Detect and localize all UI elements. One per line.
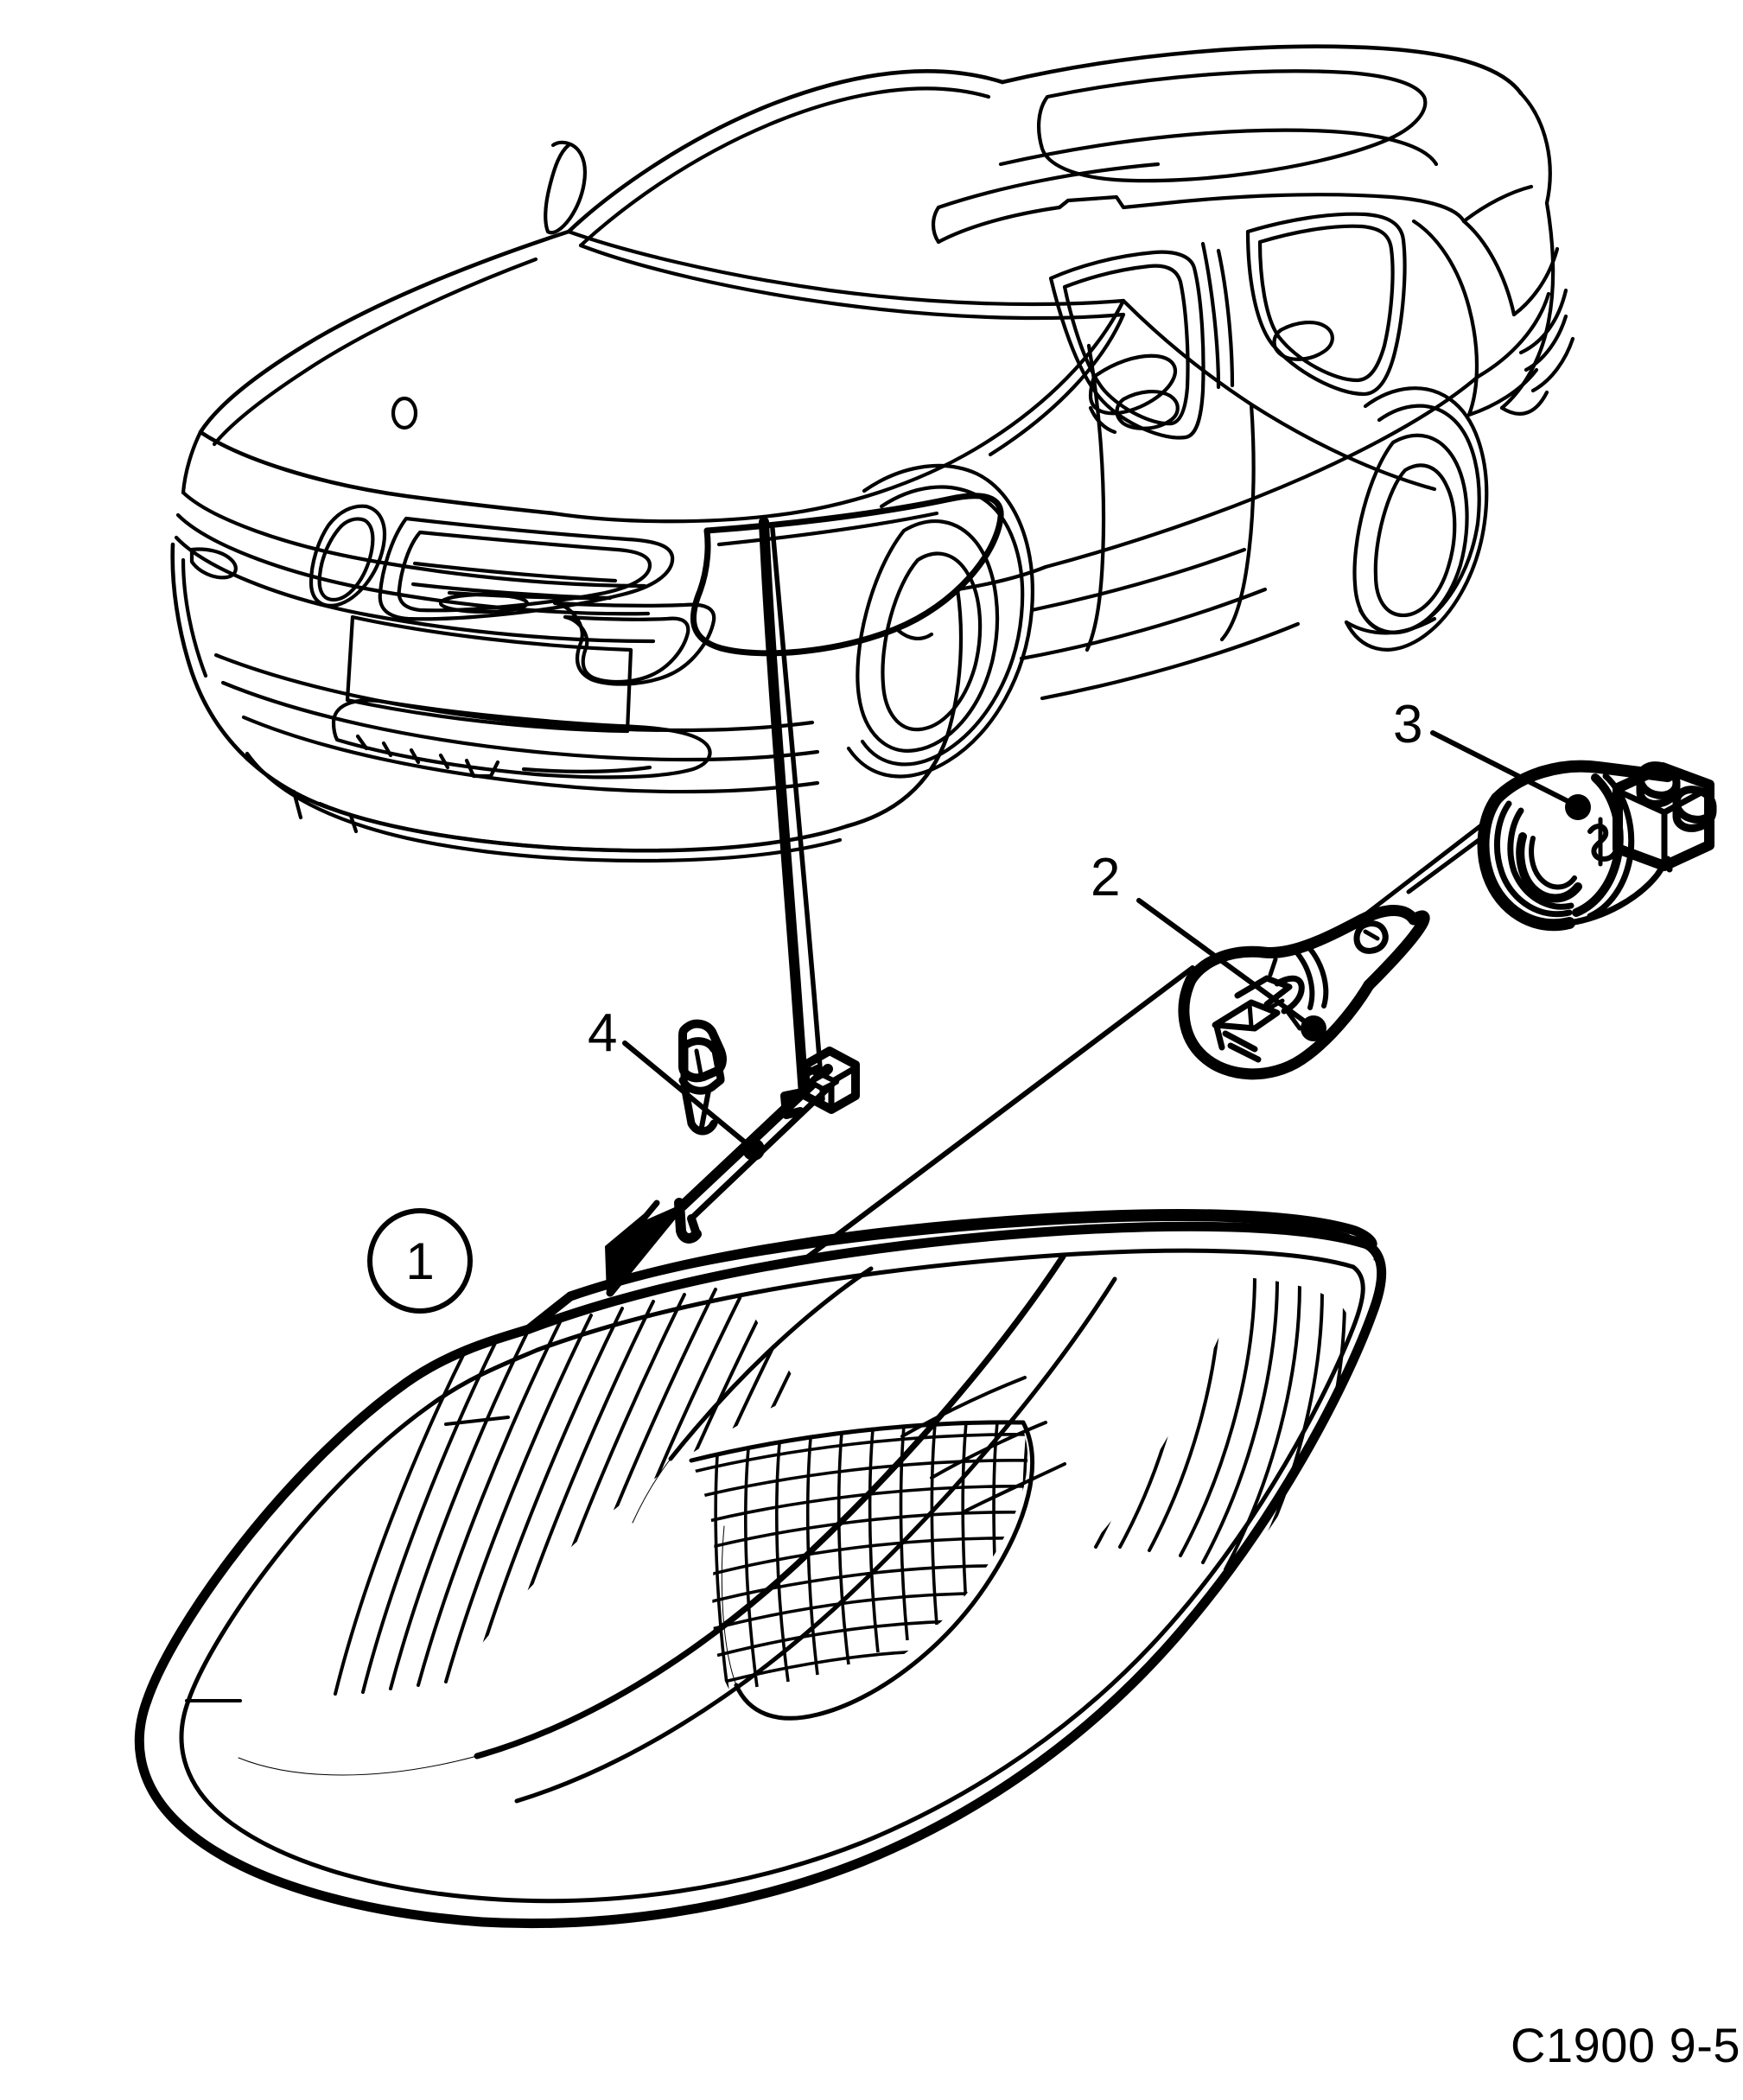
callout-2-label: 2 (1091, 848, 1121, 907)
diagram-caption: C1900 9-5 (1511, 2018, 1741, 2072)
callout-1-circle: 1 (367, 1208, 473, 1314)
callout-3-label: 3 (1393, 695, 1423, 754)
callout-4-label: 4 (588, 1003, 618, 1063)
callout-1-label: 1 (405, 1231, 435, 1290)
